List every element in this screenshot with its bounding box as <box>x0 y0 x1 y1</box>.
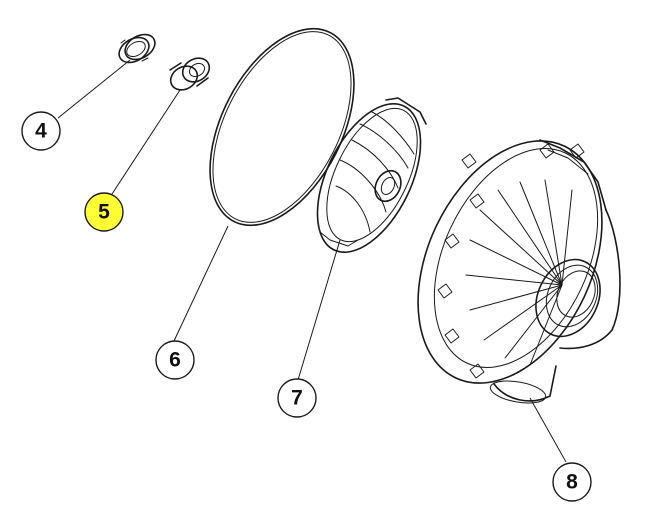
leader-5 <box>111 89 181 195</box>
callout-8: 8 <box>552 462 592 502</box>
callout-8-circle <box>552 462 592 502</box>
callout-6: 6 <box>155 340 195 380</box>
leader-6 <box>173 225 229 342</box>
leader-7 <box>297 239 341 381</box>
callout-5: 5 <box>84 192 124 232</box>
part-4-seal-ring <box>118 33 156 64</box>
callout-6-circle <box>155 340 195 380</box>
callout-4-circle <box>21 111 61 151</box>
callout-7-circle <box>277 378 317 418</box>
callout-5-circle <box>84 192 124 232</box>
part-8-housing <box>417 139 621 404</box>
callout-5-label: 5 <box>98 201 110 224</box>
callout-8-label: 8 <box>566 471 578 494</box>
leader-lines <box>57 59 567 463</box>
callout-4-label: 4 <box>35 120 47 143</box>
leader-4 <box>57 59 131 119</box>
leader-8 <box>529 397 567 463</box>
part-7-impeller <box>316 97 427 254</box>
callout-6-label: 6 <box>169 349 181 372</box>
callout-7-label: 7 <box>291 387 303 410</box>
callout-4: 4 <box>21 111 61 151</box>
callout-7: 7 <box>277 378 317 418</box>
part-6-o-ring <box>209 27 355 227</box>
part-5-bushing <box>169 57 211 91</box>
